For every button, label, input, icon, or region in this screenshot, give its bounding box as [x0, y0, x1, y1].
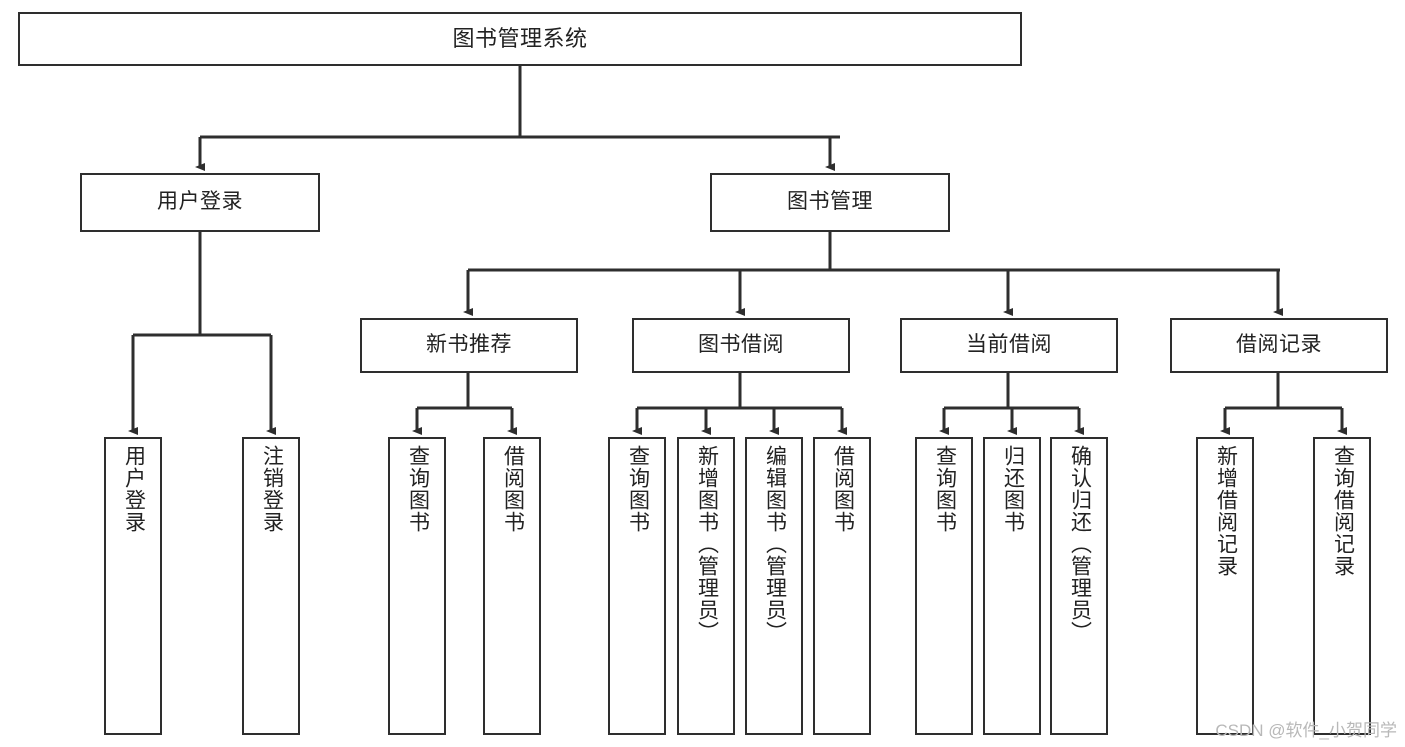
- edge-bookmgmt-to-level3: [463, 232, 1283, 316]
- node-borrow-records-label: 借阅记录: [1236, 333, 1322, 357]
- leaf-add-borrow-record-label: 新增借阅记录: [1214, 445, 1238, 577]
- node-root-label: 图书管理系统: [452, 26, 588, 52]
- leaf-logout[interactable]: 注销登录: [242, 437, 300, 735]
- leaf-query-book-borrow-label: 查询图书: [626, 445, 650, 533]
- edge-records-to-leaves: [1220, 373, 1347, 435]
- leaf-query-book-recommend[interactable]: 查询图书: [388, 437, 446, 735]
- leaf-add-book-admin[interactable]: 新增图书（管理员）: [677, 437, 735, 735]
- leaf-return-book-label: 归还图书: [1001, 445, 1025, 533]
- leaf-user-login-label: 用户登录: [122, 445, 146, 533]
- node-current-borrow-label: 当前借阅: [966, 333, 1052, 357]
- node-book-borrow[interactable]: 图书借阅: [632, 318, 850, 373]
- node-new-book-recommend[interactable]: 新书推荐: [360, 318, 578, 373]
- leaf-query-book-borrow[interactable]: 查询图书: [608, 437, 666, 735]
- leaf-borrow-book-recommend-label: 借阅图书: [501, 445, 525, 533]
- edge-current-to-leaves: [939, 373, 1084, 435]
- node-root[interactable]: 图书管理系统: [18, 12, 1022, 66]
- node-borrow-records[interactable]: 借阅记录: [1170, 318, 1388, 373]
- leaf-query-book-current[interactable]: 查询图书: [915, 437, 973, 735]
- leaf-user-login[interactable]: 用户登录: [104, 437, 162, 735]
- leaf-borrow-book[interactable]: 借阅图书: [813, 437, 871, 735]
- edge-borrow-to-leaves: [632, 373, 847, 435]
- node-book-management-label: 图书管理: [787, 190, 873, 214]
- leaf-borrow-book-label: 借阅图书: [831, 445, 855, 533]
- node-user-login-label: 用户登录: [157, 190, 243, 214]
- edge-newbook-to-leaves: [412, 373, 517, 435]
- leaf-edit-book-admin[interactable]: 编辑图书（管理员）: [745, 437, 803, 735]
- node-book-management[interactable]: 图书管理: [710, 173, 950, 232]
- node-new-book-recommend-label: 新书推荐: [426, 333, 512, 357]
- leaf-query-borrow-record[interactable]: 查询借阅记录: [1313, 437, 1371, 735]
- node-book-borrow-label: 图书借阅: [698, 333, 784, 357]
- node-user-login[interactable]: 用户登录: [80, 173, 320, 232]
- leaf-query-book-current-label: 查询图书: [933, 445, 957, 533]
- leaf-confirm-return-admin[interactable]: 确认归还（管理员）: [1050, 437, 1108, 735]
- node-current-borrow[interactable]: 当前借阅: [900, 318, 1118, 373]
- leaf-confirm-return-admin-label: 确认归还（管理员）: [1068, 445, 1092, 643]
- leaf-return-book[interactable]: 归还图书: [983, 437, 1041, 735]
- leaf-borrow-book-recommend[interactable]: 借阅图书: [483, 437, 541, 735]
- watermark: CSDN @软件_小贺同学: [1215, 721, 1397, 740]
- leaf-add-borrow-record[interactable]: 新增借阅记录: [1196, 437, 1254, 735]
- edge-root-to-level2: [195, 66, 840, 171]
- leaf-edit-book-admin-label: 编辑图书（管理员）: [763, 445, 787, 643]
- leaf-logout-label: 注销登录: [260, 445, 284, 533]
- leaf-query-borrow-record-label: 查询借阅记录: [1331, 445, 1355, 577]
- leaf-add-book-admin-label: 新增图书（管理员）: [695, 445, 719, 643]
- leaf-query-book-recommend-label: 查询图书: [406, 445, 430, 533]
- edge-userlogin-to-leaves: [128, 232, 276, 435]
